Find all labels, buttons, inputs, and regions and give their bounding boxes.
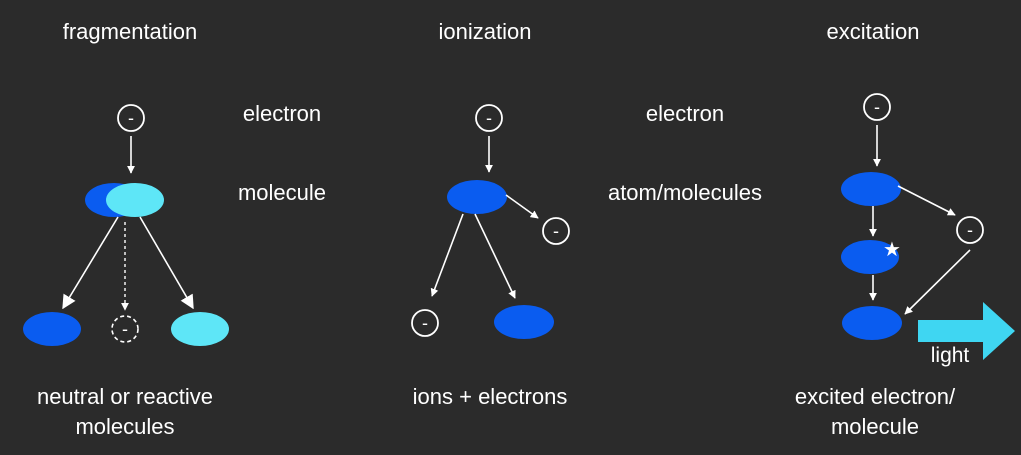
arrow-to-released-electron bbox=[505, 194, 539, 219]
svg-text:-: - bbox=[874, 97, 880, 117]
caption-excitation-line2: molecule bbox=[830, 414, 920, 439]
arrow-electron-return bbox=[904, 249, 971, 315]
svg-text:-: - bbox=[122, 319, 128, 339]
title-excitation: excitation bbox=[826, 19, 920, 44]
svg-text:-: - bbox=[553, 221, 559, 241]
label-electron-right: electron bbox=[645, 101, 725, 126]
caption-excitation-line1: excited electron/ bbox=[794, 384, 956, 409]
arrow-to-reactive-fragment bbox=[139, 216, 194, 310]
label-atom-molecules: atom/molecules bbox=[607, 180, 763, 205]
atom bbox=[447, 180, 507, 214]
molecule-cyan-part bbox=[106, 183, 164, 217]
excited-molecule bbox=[841, 240, 899, 274]
electron-symbol: - bbox=[475, 104, 503, 132]
scattered-electron-symbol: - bbox=[956, 216, 984, 244]
fragmentation-diagram: - - bbox=[23, 104, 229, 346]
label-molecule: molecule bbox=[237, 180, 327, 205]
electron-symbol: - bbox=[117, 104, 145, 132]
svg-text:-: - bbox=[486, 108, 492, 128]
electron-symbol: - bbox=[863, 93, 891, 121]
caption-fragmentation-line2: molecules bbox=[75, 414, 175, 439]
light-arrow-icon bbox=[918, 302, 1015, 360]
caption-fragmentation-line1: neutral or reactive bbox=[36, 384, 214, 409]
label-electron-left: electron bbox=[242, 101, 322, 126]
ground-state-molecule bbox=[841, 172, 901, 206]
electron-symbol-dashed: - bbox=[111, 315, 139, 343]
excitation-diagram: - - ★ light bbox=[841, 93, 1015, 367]
title-ionization: ionization bbox=[438, 19, 532, 44]
arrow-to-neutral-fragment bbox=[62, 216, 119, 310]
released-electron-symbol: - bbox=[542, 217, 570, 245]
ion bbox=[494, 305, 554, 339]
svg-text:-: - bbox=[128, 108, 134, 128]
excited-star-icon: ★ bbox=[883, 237, 901, 261]
svg-text:-: - bbox=[967, 220, 973, 240]
arrow-to-electron-bottom bbox=[430, 213, 464, 297]
relaxed-molecule bbox=[842, 306, 902, 340]
svg-text:-: - bbox=[422, 313, 428, 333]
ionization-diagram: - - - bbox=[411, 104, 570, 339]
title-fragmentation: fragmentation bbox=[62, 19, 198, 44]
reactive-fragment bbox=[171, 312, 229, 346]
arrow-to-ion bbox=[474, 213, 516, 299]
light-label: light bbox=[931, 344, 970, 367]
electron-symbol-bottom: - bbox=[411, 309, 439, 337]
arrow-to-scattered-electron bbox=[897, 185, 956, 216]
neutral-fragment bbox=[23, 312, 81, 346]
caption-ionization: ions + electrons bbox=[412, 384, 568, 409]
